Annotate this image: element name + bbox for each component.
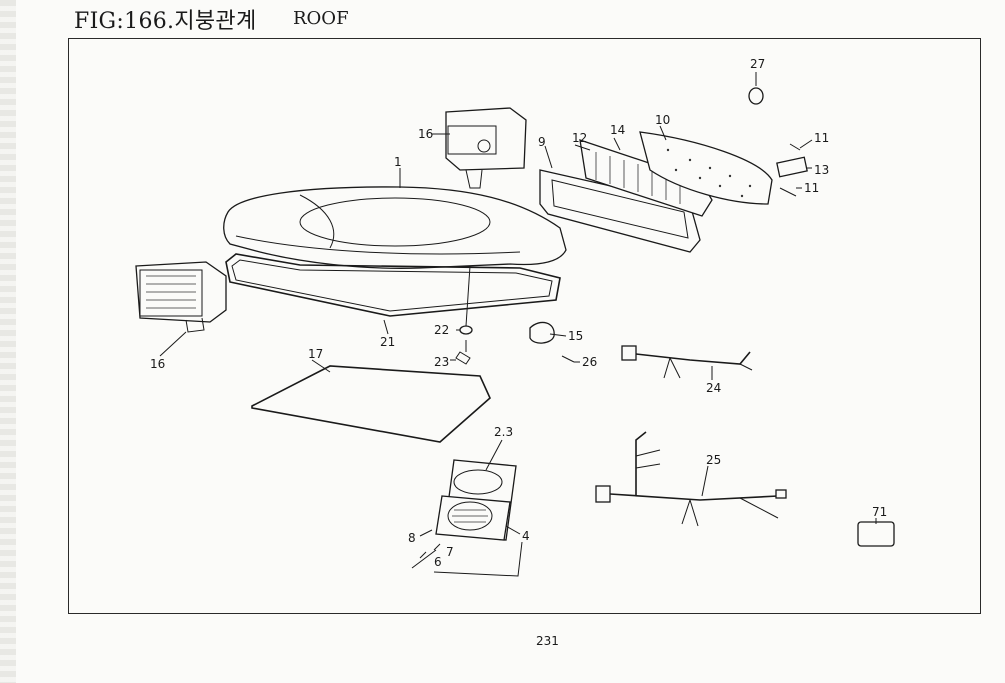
callout-24: 24 [706, 381, 721, 395]
callout-6: 6 [434, 555, 442, 569]
callout-21: 21 [380, 335, 395, 349]
roof-shell [223, 186, 567, 269]
roof-seal-frame [225, 253, 561, 317]
stud-bolt [455, 340, 471, 365]
speaker-housing [411, 459, 517, 569]
callout-71: 71 [872, 505, 887, 519]
callout-13: 13 [814, 163, 829, 177]
work-lamp-lower [135, 261, 227, 333]
callout-9: 9 [538, 135, 546, 149]
page-number: 231 [536, 634, 559, 648]
callout-2-3: 2.3 [494, 425, 513, 439]
vent-bracket [776, 143, 808, 197]
label-plate [857, 521, 895, 547]
callout-15: 15 [568, 329, 583, 343]
callout-16-lower: 16 [150, 357, 165, 371]
callout-16-upper: 16 [418, 127, 433, 141]
harness-25 [595, 431, 787, 527]
figure-title: FIG:166.지붕관계 [74, 9, 257, 34]
roof-switch [529, 321, 575, 363]
callout-8: 8 [408, 531, 416, 545]
callout-11-upper: 11 [814, 131, 829, 145]
callout-10: 10 [655, 113, 670, 127]
callout-27: 27 [750, 57, 765, 71]
callout-4: 4 [522, 529, 530, 543]
callout-7: 7 [446, 545, 454, 559]
diagram-frame [68, 38, 981, 614]
callout-1: 1 [394, 155, 402, 169]
callout-12: 12 [572, 131, 587, 145]
callout-11-lower: 11 [804, 181, 819, 195]
callout-26: 26 [582, 355, 597, 369]
figure-subtitle: ROOF [293, 8, 349, 29]
callout-17: 17 [308, 347, 323, 361]
callout-25: 25 [706, 453, 721, 467]
vent-cap [748, 87, 764, 105]
vent-assembly [539, 131, 773, 253]
headliner-panel [251, 365, 491, 443]
leader-lines [159, 72, 877, 577]
harness-24 [621, 345, 753, 379]
callout-14: 14 [610, 123, 625, 137]
page-binding-edge [0, 0, 16, 683]
callout-22: 22 [434, 323, 449, 337]
callout-23: 23 [434, 355, 449, 369]
grommet [459, 325, 473, 335]
work-lamp-upper [445, 107, 527, 189]
